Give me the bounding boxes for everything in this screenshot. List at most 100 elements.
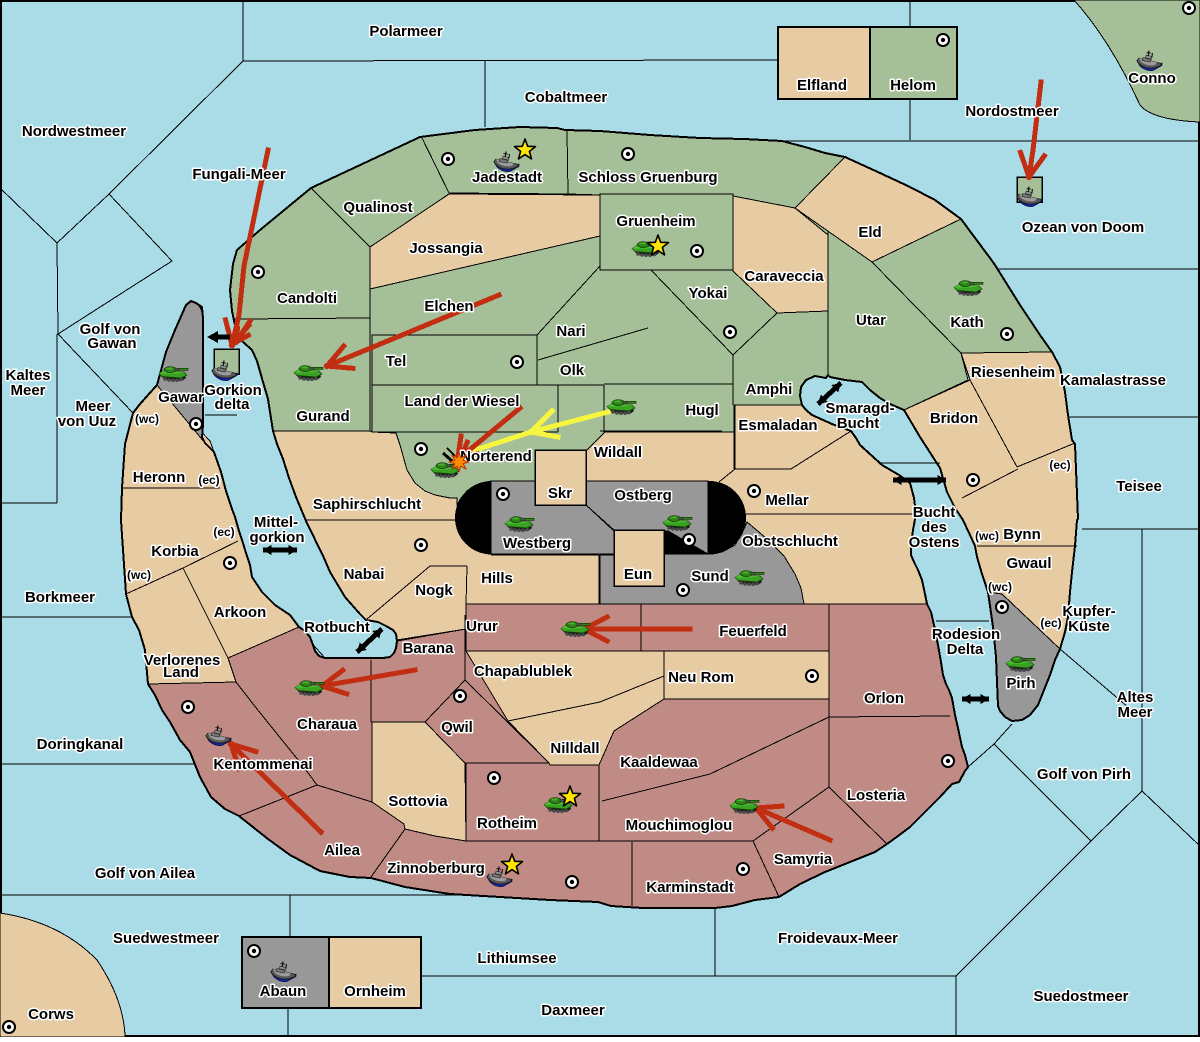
svg-text:Losteria: Losteria [847, 787, 906, 804]
svg-text:(ec): (ec) [1049, 458, 1070, 472]
svg-text:Obstschlucht: Obstschlucht [742, 533, 838, 550]
svg-text:Karminstadt: Karminstadt [646, 879, 734, 896]
svg-text:Eld: Eld [858, 224, 881, 241]
svg-text:(wc): (wc) [127, 568, 151, 582]
svg-text:(ec): (ec) [213, 525, 234, 539]
svg-text:Nilldall: Nilldall [550, 740, 599, 757]
svg-text:Ostberg: Ostberg [614, 487, 672, 504]
svg-text:Verlorenes: Verlorenes [144, 652, 221, 669]
svg-text:Korbia: Korbia [151, 543, 199, 560]
svg-text:Norterend: Norterend [460, 448, 532, 465]
svg-text:Skr: Skr [548, 485, 572, 502]
svg-text:Suedostmeer: Suedostmeer [1033, 988, 1128, 1005]
svg-text:Mittel-: Mittel- [254, 514, 298, 531]
svg-text:Küste: Küste [1068, 618, 1110, 635]
svg-text:Abaun: Abaun [260, 983, 307, 1000]
svg-text:Arkoon: Arkoon [214, 604, 267, 621]
svg-text:Esmaladan: Esmaladan [738, 417, 817, 434]
svg-text:Kath: Kath [950, 314, 983, 331]
svg-text:Gorkion: Gorkion [204, 382, 262, 399]
svg-text:Ailea: Ailea [324, 842, 361, 859]
svg-text:von Uuz: von Uuz [58, 413, 116, 430]
svg-text:Utar: Utar [856, 312, 886, 329]
svg-text:Suedwestmeer: Suedwestmeer [113, 930, 219, 947]
svg-text:delta: delta [214, 396, 250, 413]
svg-text:Hills: Hills [481, 570, 513, 587]
svg-text:Borkmeer: Borkmeer [25, 589, 95, 606]
svg-text:Qualinost: Qualinost [343, 199, 412, 216]
svg-text:Corws: Corws [28, 1006, 74, 1023]
svg-text:(wc): (wc) [975, 529, 999, 543]
svg-text:Zinnoberburg: Zinnoberburg [387, 860, 485, 877]
svg-text:Jadestadt: Jadestadt [472, 169, 542, 186]
svg-text:Golf von Pirh: Golf von Pirh [1037, 766, 1131, 783]
svg-text:Qwil: Qwil [441, 719, 473, 736]
svg-text:Kaaldewaa: Kaaldewaa [620, 754, 698, 771]
svg-text:Kamalastrasse: Kamalastrasse [1060, 372, 1166, 389]
svg-text:Charaua: Charaua [297, 716, 358, 733]
svg-text:Meer: Meer [1117, 704, 1152, 721]
svg-text:Bucht: Bucht [837, 415, 880, 432]
svg-text:Nogk: Nogk [415, 582, 453, 599]
svg-text:Golf von: Golf von [80, 321, 141, 338]
svg-text:Helom: Helom [890, 77, 936, 94]
svg-text:Schloss Gruenburg: Schloss Gruenburg [578, 169, 717, 186]
svg-text:Gurand: Gurand [296, 408, 349, 425]
svg-text:Samyria: Samyria [774, 851, 833, 868]
svg-text:Rodesion: Rodesion [932, 626, 1000, 643]
svg-text:Daxmeer: Daxmeer [541, 1002, 605, 1019]
svg-text:Kupfer-: Kupfer- [1062, 603, 1115, 620]
svg-text:Amphi: Amphi [746, 381, 793, 398]
svg-text:Altes: Altes [1117, 689, 1154, 706]
svg-text:Doringkanal: Doringkanal [37, 736, 124, 753]
svg-text:Gawar: Gawar [158, 389, 204, 406]
svg-text:Eun: Eun [624, 566, 652, 583]
svg-text:Urur: Urur [466, 618, 498, 635]
svg-text:Fungali-Meer: Fungali-Meer [192, 166, 286, 183]
svg-text:Yokai: Yokai [689, 285, 728, 302]
svg-text:Conno: Conno [1128, 70, 1175, 87]
svg-text:Kentommenai: Kentommenai [213, 756, 312, 773]
svg-text:Golf von Ailea: Golf von Ailea [95, 865, 196, 882]
svg-text:Ornheim: Ornheim [344, 983, 406, 1000]
svg-text:Neu Rom: Neu Rom [668, 669, 734, 686]
svg-text:Mellar: Mellar [765, 492, 809, 509]
svg-text:Meer: Meer [10, 382, 45, 399]
svg-text:(ec): (ec) [198, 473, 219, 487]
svg-text:Nari: Nari [556, 323, 585, 340]
svg-text:Elfland: Elfland [797, 77, 847, 94]
svg-text:Wildall: Wildall [594, 444, 642, 461]
svg-text:Delta: Delta [947, 641, 984, 658]
svg-text:Elchen: Elchen [424, 298, 473, 315]
svg-text:Bucht: Bucht [913, 504, 956, 521]
svg-text:Candolti: Candolti [277, 290, 337, 307]
svg-text:Meer: Meer [75, 398, 110, 415]
svg-text:Land der Wiesel: Land der Wiesel [405, 393, 520, 410]
svg-text:Pirh: Pirh [1006, 675, 1035, 692]
svg-text:Chapablublek: Chapablublek [474, 663, 573, 680]
svg-text:Gruenheim: Gruenheim [616, 213, 695, 230]
svg-text:Nabai: Nabai [344, 566, 385, 583]
svg-text:Ostens: Ostens [909, 534, 960, 551]
svg-text:Bynn: Bynn [1003, 526, 1041, 543]
svg-text:Ozean von Doom: Ozean von Doom [1022, 219, 1145, 236]
svg-text:Land: Land [163, 664, 199, 681]
svg-text:Nordostmeer: Nordostmeer [965, 103, 1059, 120]
svg-text:Caraveccia: Caraveccia [744, 268, 824, 285]
svg-text:Cobaltmeer: Cobaltmeer [525, 89, 608, 106]
svg-text:Tel: Tel [386, 353, 407, 370]
svg-text:Polarmeer: Polarmeer [369, 23, 443, 40]
svg-text:Olk: Olk [560, 362, 585, 379]
svg-text:Rotheim: Rotheim [477, 815, 537, 832]
svg-text:Westberg: Westberg [503, 535, 571, 552]
svg-text:(wc): (wc) [135, 412, 159, 426]
svg-text:Orlon: Orlon [864, 690, 904, 707]
svg-text:des: des [921, 519, 947, 536]
svg-text:Teisee: Teisee [1116, 478, 1162, 495]
svg-text:Barana: Barana [403, 640, 455, 657]
svg-text:Gwaul: Gwaul [1006, 555, 1051, 572]
svg-text:Froidevaux-Meer: Froidevaux-Meer [778, 930, 898, 947]
svg-text:(wc): (wc) [988, 580, 1012, 594]
svg-text:Saphirschlucht: Saphirschlucht [313, 496, 421, 513]
svg-text:Lithiumsee: Lithiumsee [477, 950, 556, 967]
